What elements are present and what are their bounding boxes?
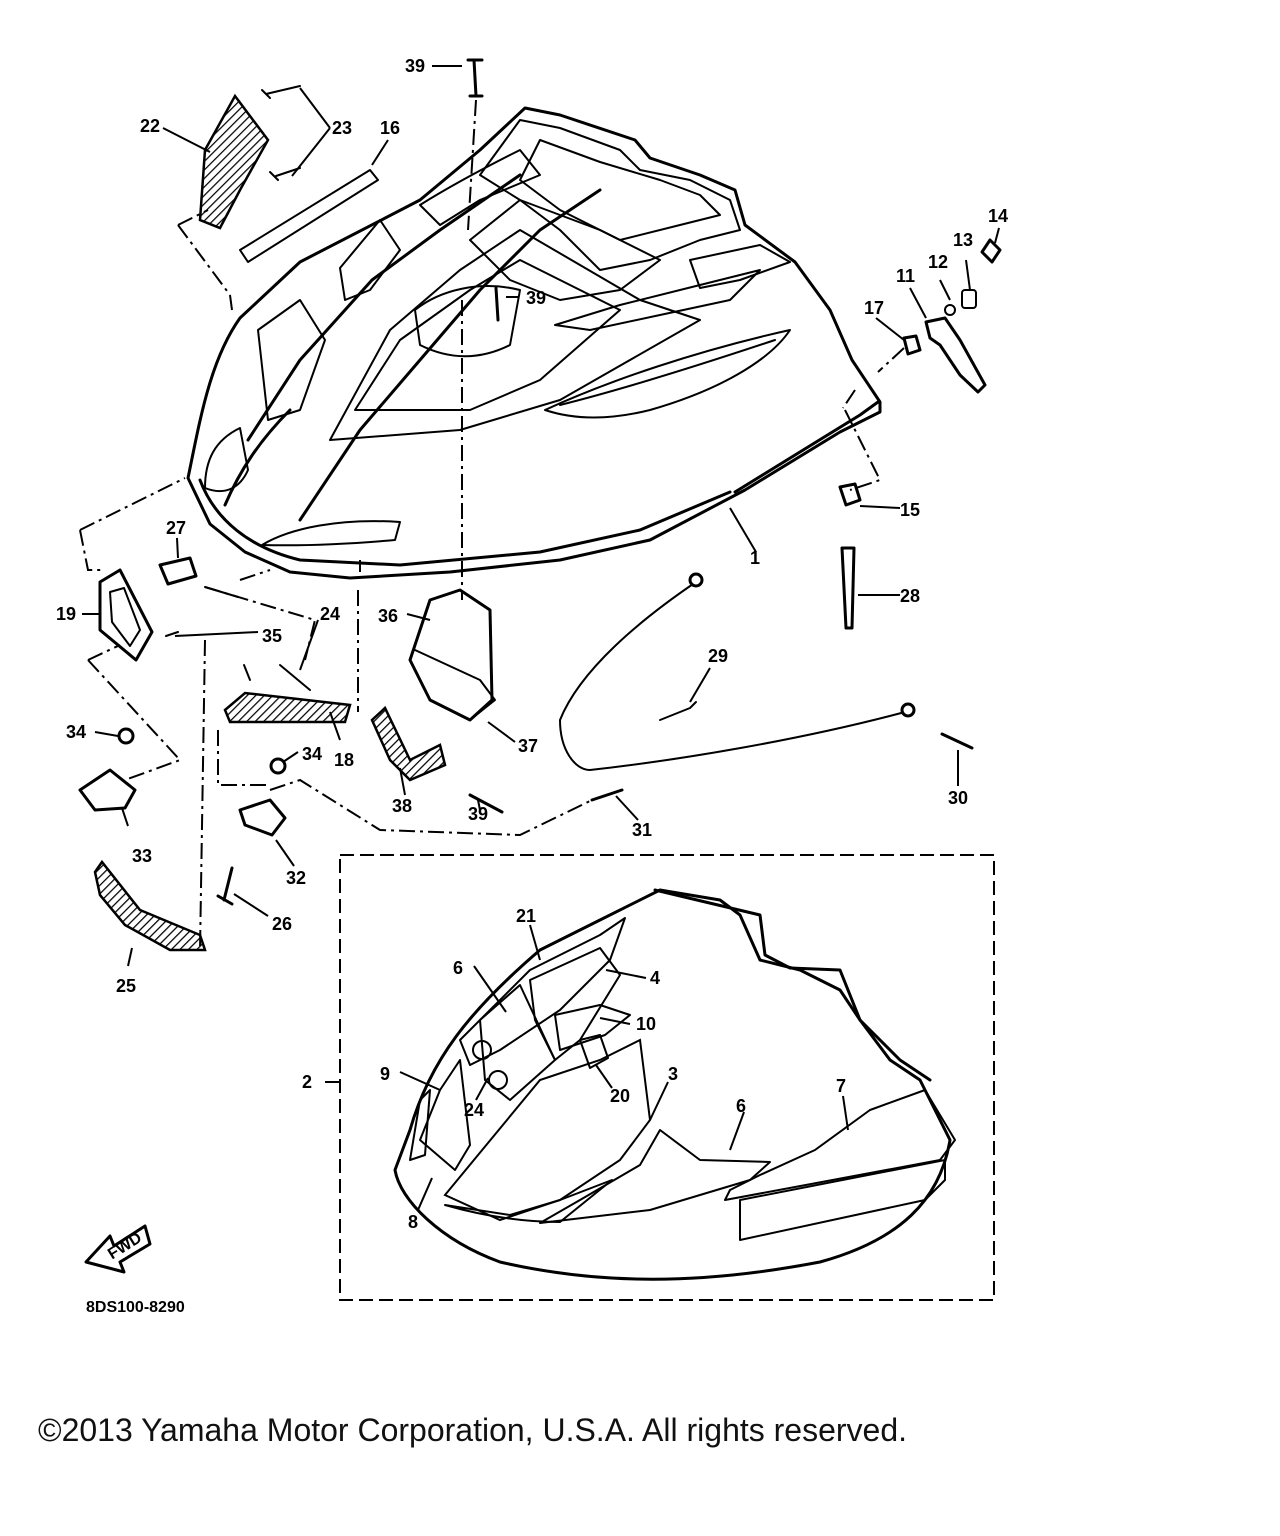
part-24-rivet: [261, 85, 301, 181]
callout-23: 22: [140, 116, 160, 136]
copyright-notice: ©2013 Yamaha Motor Corporation, U.S.A. A…: [38, 1412, 908, 1448]
callout-29: 29: [708, 646, 728, 666]
part-33-hinge: [78, 768, 137, 812]
callout-7: 7: [836, 1076, 846, 1096]
callout-labels: 39 22 23 16 39 14 13 12 11 17 15 1 27 28…: [56, 56, 1008, 1316]
callout-4: 4: [650, 968, 660, 988]
part-32-hinge: [238, 798, 287, 837]
callout-12: 20: [610, 1086, 630, 1106]
callout-8: 8: [408, 1212, 418, 1232]
callout-33: 33: [132, 846, 152, 866]
part-14-latch: [924, 316, 987, 394]
callout-3: 3: [668, 1064, 678, 1084]
callout-39: 39: [405, 56, 425, 76]
callout-1: 1: [750, 548, 760, 568]
callout-24: 23: [332, 118, 352, 138]
callout-39: 39: [526, 288, 546, 308]
part-31-rivet: [590, 788, 624, 802]
part-39-screw-low: [468, 793, 504, 814]
callout-13: 21: [516, 906, 536, 926]
fwd-arrow-icon: FWD: [84, 1224, 152, 1274]
callout-35: 35: [262, 626, 282, 646]
callout-14: 11: [896, 266, 915, 286]
callout-38: 38: [392, 796, 412, 816]
callout-25: 25: [116, 976, 136, 996]
callout-22: 19: [56, 604, 76, 624]
callout-15: 12: [928, 252, 948, 272]
callout-2: 2: [302, 1072, 312, 1092]
part-29-cable: [559, 581, 906, 771]
callout-34: 34: [302, 744, 322, 764]
part-26-rivet: [216, 866, 234, 906]
callout-20: 17: [864, 298, 884, 318]
callout-31: 31: [632, 820, 652, 840]
part-39-screw-top: [466, 58, 484, 98]
callout-17: 14: [988, 206, 1008, 226]
callout-34: 34: [66, 722, 86, 742]
part-23-vent: [198, 93, 270, 230]
callout-9: 9: [380, 1064, 390, 1084]
part-30-rivet: [940, 732, 974, 750]
part-38-grille: [370, 705, 447, 782]
callout-36: 36: [378, 606, 398, 626]
callout-24: 24: [320, 604, 340, 624]
part-27-clip: [158, 556, 198, 586]
callout-26: 26: [272, 914, 292, 934]
callout-6: 6: [453, 958, 463, 978]
part-36-duct: [408, 588, 494, 722]
callout-30: 30: [948, 788, 968, 808]
part-28-strap: [840, 546, 856, 630]
callout-37: 37: [518, 736, 538, 756]
callout-10: 10: [636, 1014, 656, 1034]
callout-21: 18: [334, 750, 354, 770]
callout-32: 32: [286, 868, 306, 888]
callout-39: 39: [468, 804, 488, 824]
leader-lines: [79, 65, 1000, 1211]
part-39-screw-mid: [494, 286, 500, 322]
callout-18: 15: [900, 500, 920, 520]
callout-6: 6: [736, 1096, 746, 1116]
part-18-nut: [838, 482, 862, 507]
decal-set-part-2: [339, 854, 995, 1301]
part-21-grille: [223, 691, 352, 724]
callout-11: 24: [464, 1100, 484, 1120]
part-22-bracket: [98, 568, 154, 662]
callout-19: 16: [380, 118, 400, 138]
callout-28: 28: [900, 586, 920, 606]
part-19-decal: [239, 169, 379, 263]
diagram-code: 8DS100-8290: [86, 1299, 185, 1316]
hood-cover-part-1: [186, 106, 882, 580]
callout-16: 13: [953, 230, 973, 250]
part-25-side: [93, 859, 207, 952]
callout-27: 27: [166, 518, 186, 538]
parts-hardware: FWD: [78, 58, 1002, 1274]
